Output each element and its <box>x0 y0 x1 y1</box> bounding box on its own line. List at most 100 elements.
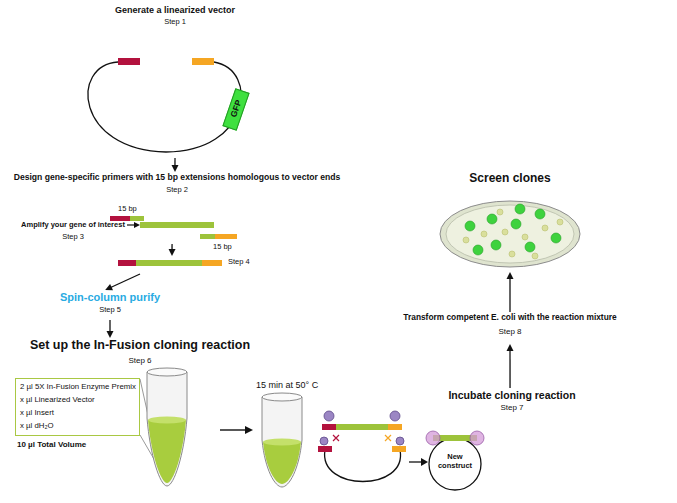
reagent-line: x µl dH₂O <box>20 422 54 431</box>
flow-arrow <box>507 272 514 312</box>
product-end-orange <box>202 260 222 266</box>
enzyme-symbol <box>324 411 334 421</box>
product-insert <box>136 260 202 266</box>
colony <box>515 204 525 214</box>
flow-arrow <box>171 158 178 172</box>
dimension-label: 15 bp <box>213 243 232 252</box>
tube-body <box>147 372 187 486</box>
reagent-line: x µl Insert <box>20 409 54 418</box>
connector-line <box>171 244 172 250</box>
flow-arrow <box>507 344 514 388</box>
tube-rim <box>262 393 302 401</box>
arrow-head <box>107 331 114 338</box>
colony <box>491 240 501 250</box>
step-heading: Design gene-specific primers with 15 bp … <box>14 173 341 183</box>
insert-body <box>336 424 388 430</box>
leader-arrow-head <box>134 222 140 228</box>
flow-arrow <box>220 429 246 430</box>
arrow-head <box>169 249 176 256</box>
step-number: Step 2 <box>166 186 188 195</box>
connector-line <box>111 274 140 287</box>
step-heading: Set up the In-Fusion cloning reaction <box>30 338 250 352</box>
colony <box>542 225 548 231</box>
colony <box>509 251 515 257</box>
colony <box>557 219 563 225</box>
gene-of-interest <box>140 222 214 228</box>
arrow-head <box>171 165 178 172</box>
vector-end-red <box>118 58 140 65</box>
step-block: Spin-column purifyStep 5 <box>50 290 170 320</box>
agar-surface <box>446 205 574 263</box>
total-volume: 10 µl Total Volume <box>17 440 86 449</box>
colony <box>487 214 497 224</box>
insert-end-red <box>322 424 336 430</box>
primer-extension <box>215 234 237 239</box>
colony <box>465 221 475 231</box>
step-block: Incubate cloning reactionStep 7 <box>430 388 595 418</box>
arrow-head <box>105 284 113 290</box>
colony <box>551 233 561 243</box>
arrow-head <box>507 272 514 279</box>
tube-liquid <box>148 420 186 483</box>
construct-label: New construct <box>433 453 477 470</box>
step-number: Step 3 <box>62 233 84 242</box>
arrow-head <box>507 344 514 351</box>
liquid-surface <box>263 439 301 446</box>
primer-body <box>130 216 144 221</box>
homology-mark <box>385 435 391 441</box>
flow-arrow-head <box>245 426 253 434</box>
step-heading: Amplify your gene of interest <box>21 221 125 230</box>
step-number: Step 1 <box>164 18 186 27</box>
dimension-label: 15 bp <box>118 205 137 214</box>
vector-backbone <box>325 450 401 482</box>
colony <box>532 253 538 259</box>
colony <box>473 245 483 255</box>
step-number: Step 7 <box>500 403 523 412</box>
primer-body <box>200 234 215 239</box>
reagent-box: 2 µl 5X In-Fusion Enzyme Premix x µl Line… <box>15 378 140 436</box>
step-block: Generate a linearized vectorStep 1 GFP <box>80 2 270 158</box>
step-heading: Generate a linearized vector <box>115 5 235 15</box>
flow-arrow <box>105 274 140 290</box>
flow-arrow <box>169 244 176 256</box>
tube-body <box>262 397 302 487</box>
step-number: Step 5 <box>99 306 121 315</box>
colony <box>525 242 535 252</box>
step-block: Set up the In-Fusion cloning reactionSte… <box>15 338 265 370</box>
step-number: Step 6 <box>128 356 151 365</box>
colony <box>463 237 469 243</box>
step-block: Transform competent E. coli with the rea… <box>400 312 620 344</box>
gene-label: GFP <box>229 99 244 119</box>
step-block: Step 4 <box>112 256 272 274</box>
vector-end-red <box>318 446 332 452</box>
connector-line <box>509 350 510 388</box>
colony <box>497 209 503 215</box>
tube-liquid <box>263 442 301 484</box>
reagent-line: x µl Linearized Vector <box>20 396 95 405</box>
condition-label: 15 min at 50° C <box>256 380 318 390</box>
connector-line <box>109 320 110 332</box>
step-heading: Incubate cloning reaction <box>448 389 575 401</box>
tube-rim <box>147 368 187 376</box>
colony <box>511 219 521 229</box>
colony <box>535 209 545 219</box>
gfp-box: GFP <box>222 88 249 131</box>
enzyme-symbol <box>320 437 328 445</box>
insert-end-orange <box>388 424 402 430</box>
connector-line <box>509 278 510 312</box>
vector-end-orange <box>192 58 214 65</box>
colony <box>481 231 487 237</box>
leader-arrow <box>127 224 135 225</box>
enzyme-symbol <box>390 411 400 421</box>
junction-mark <box>426 431 440 445</box>
enzyme-symbol <box>396 437 404 445</box>
vector-end-orange <box>392 446 406 452</box>
colony <box>522 234 528 240</box>
junction-mark <box>470 431 484 445</box>
connector-line <box>174 158 175 166</box>
step-number: Step 8 <box>498 327 521 336</box>
step-heading: Spin-column purify <box>60 291 160 304</box>
reagent-line: 2 µl 5X In-Fusion Enzyme Premix <box>20 383 136 392</box>
petri-dish <box>440 201 580 267</box>
